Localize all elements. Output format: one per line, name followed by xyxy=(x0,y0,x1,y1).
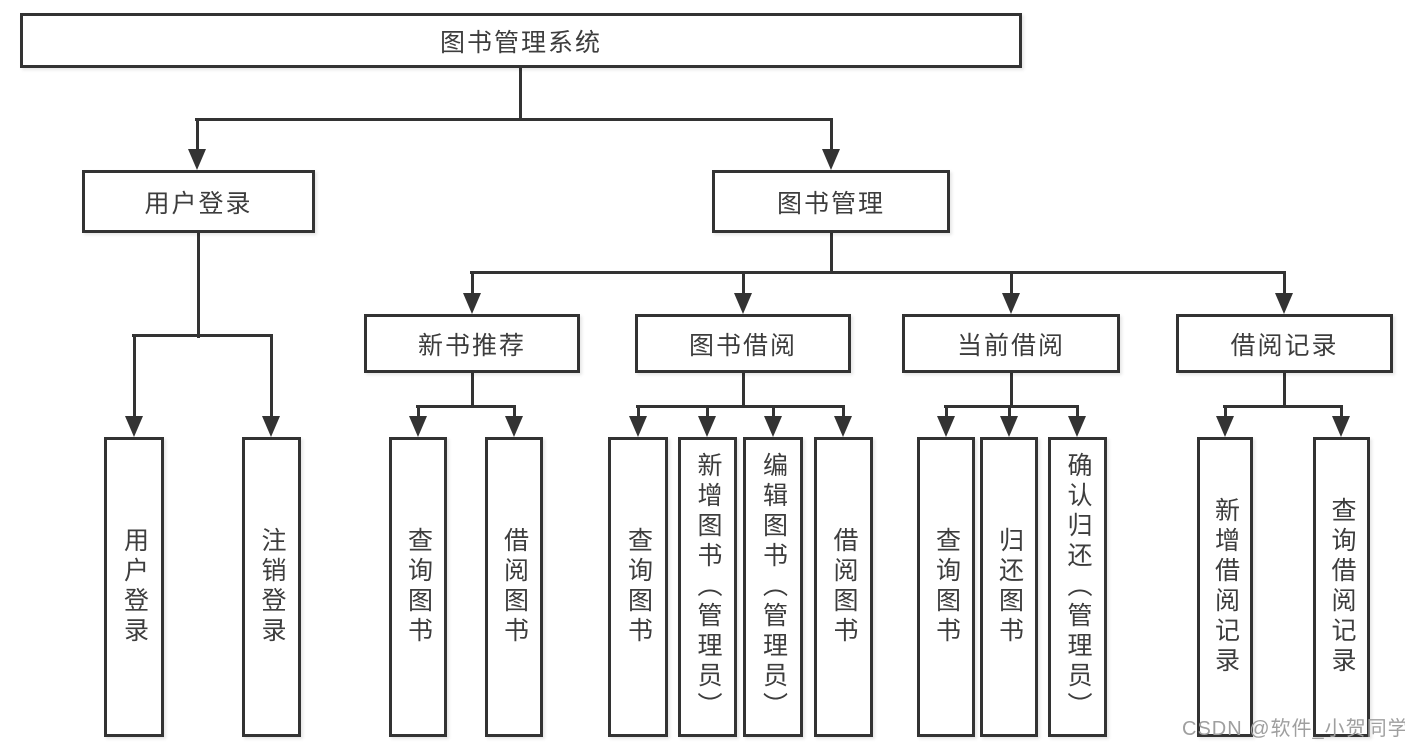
leaf-label: 新增图书（管理员） xyxy=(694,452,722,722)
leaf-label: 查询图书 xyxy=(932,527,961,647)
node-book-management: 图书管理 xyxy=(712,170,950,233)
connector-drop xyxy=(842,406,845,419)
leaf-label: 注销登录 xyxy=(258,527,286,647)
arrow-down-icon xyxy=(1068,416,1086,437)
arrow-down-icon xyxy=(822,149,840,170)
connector-drop-book-borrow xyxy=(742,272,745,296)
connector-newbook-stem xyxy=(471,373,474,408)
leaf-label: 借阅图书 xyxy=(830,527,858,647)
node-root: 图书管理系统 xyxy=(20,13,1022,68)
connector-drop-current-borrow xyxy=(1010,272,1013,296)
arrow-down-icon xyxy=(1216,416,1234,437)
arrow-down-icon xyxy=(1332,416,1350,437)
connector-drop xyxy=(1224,406,1227,419)
leaf-newbook-query-books: 查询图书 xyxy=(389,437,447,737)
leaf-user-login: 用户登录 xyxy=(104,437,164,737)
connector-drop xyxy=(706,406,709,419)
arrow-down-icon xyxy=(1002,293,1020,314)
leaf-label: 借阅图书 xyxy=(500,527,529,647)
node-current-borrowing: 当前借阅 xyxy=(902,314,1120,373)
arrow-down-icon xyxy=(1275,293,1293,314)
connector-currentborrow-crossbar xyxy=(944,405,1079,408)
leaf-records-query-record: 查询借阅记录 xyxy=(1313,437,1370,737)
connector-userlogin-stem xyxy=(197,233,200,338)
leaf-borrow-edit-books-admin: 编辑图书（管理员） xyxy=(743,437,803,737)
connector-drop-leaf-logout xyxy=(270,335,273,419)
connector-root-crossbar xyxy=(195,118,833,121)
connector-bookborrow-stem xyxy=(742,373,745,408)
leaf-borrow-borrow-books: 借阅图书 xyxy=(814,437,873,737)
leaf-label: 确认归还（管理员） xyxy=(1064,452,1092,722)
connector-drop-borrow-records xyxy=(1283,272,1286,296)
arrow-down-icon xyxy=(505,416,523,437)
leaf-borrow-add-books-admin: 新增图书（管理员） xyxy=(678,437,737,737)
arrow-down-icon xyxy=(125,416,143,437)
leaf-current-query-books: 查询图书 xyxy=(917,437,975,737)
arrow-down-icon xyxy=(834,416,852,437)
connector-borrowrecords-crossbar xyxy=(1223,405,1343,408)
connector-bookmgmt-crossbar xyxy=(470,271,1286,274)
leaf-label: 归还图书 xyxy=(995,527,1024,647)
leaf-label: 用户登录 xyxy=(120,527,149,647)
connector-bookborrow-crossbar xyxy=(636,405,845,408)
arrow-down-icon xyxy=(629,416,647,437)
connector-drop-new-book xyxy=(471,272,474,296)
connector-newbook-crossbar xyxy=(416,405,516,408)
connector-drop xyxy=(772,406,775,419)
connector-userlogin-crossbar xyxy=(132,334,273,337)
csdn-watermark: CSDN @软件_小贺同学 xyxy=(1182,718,1405,740)
leaf-newbook-borrow-books: 借阅图书 xyxy=(485,437,543,737)
connector-drop xyxy=(417,406,420,419)
arrow-down-icon xyxy=(262,416,280,437)
leaf-borrow-query-books: 查询图书 xyxy=(608,437,668,737)
connector-drop-leaf-user-login xyxy=(133,335,136,419)
connector-bookmgmt-stem xyxy=(830,233,833,274)
leaf-records-add-record: 新增借阅记录 xyxy=(1197,437,1253,737)
leaf-label: 查询图书 xyxy=(404,527,433,647)
leaf-logout: 注销登录 xyxy=(242,437,301,737)
arrow-down-icon xyxy=(188,149,206,170)
connector-drop xyxy=(945,406,948,419)
leaf-current-return-books: 归还图书 xyxy=(980,437,1038,737)
connector-drop-book-management xyxy=(830,119,833,152)
arrow-down-icon xyxy=(764,416,782,437)
arrow-down-icon xyxy=(409,416,427,437)
arrow-down-icon xyxy=(698,416,716,437)
connector-drop xyxy=(513,406,516,419)
connector-drop xyxy=(1008,406,1011,419)
connector-drop xyxy=(1076,406,1079,419)
connector-drop xyxy=(1340,406,1343,419)
node-new-book-recommend: 新书推荐 xyxy=(364,314,580,373)
arrow-down-icon xyxy=(937,416,955,437)
connector-drop xyxy=(637,406,640,419)
leaf-current-confirm-return-admin: 确认归还（管理员） xyxy=(1048,437,1107,737)
node-user-login: 用户登录 xyxy=(82,170,315,233)
arrow-down-icon xyxy=(1000,416,1018,437)
arrow-down-icon xyxy=(463,293,481,314)
node-book-borrowing: 图书借阅 xyxy=(635,314,851,373)
connector-drop-user-login xyxy=(196,119,199,152)
connector-root-stem xyxy=(519,68,522,119)
node-borrowing-records: 借阅记录 xyxy=(1176,314,1393,373)
leaf-label: 新增借阅记录 xyxy=(1211,497,1240,677)
leaf-label: 查询借阅记录 xyxy=(1328,497,1356,677)
leaf-label: 查询图书 xyxy=(624,527,653,647)
leaf-label: 编辑图书（管理员） xyxy=(759,452,788,722)
connector-borrowrecords-stem xyxy=(1283,373,1286,408)
arrow-down-icon xyxy=(734,293,752,314)
connector-currentborrow-stem xyxy=(1010,373,1013,408)
